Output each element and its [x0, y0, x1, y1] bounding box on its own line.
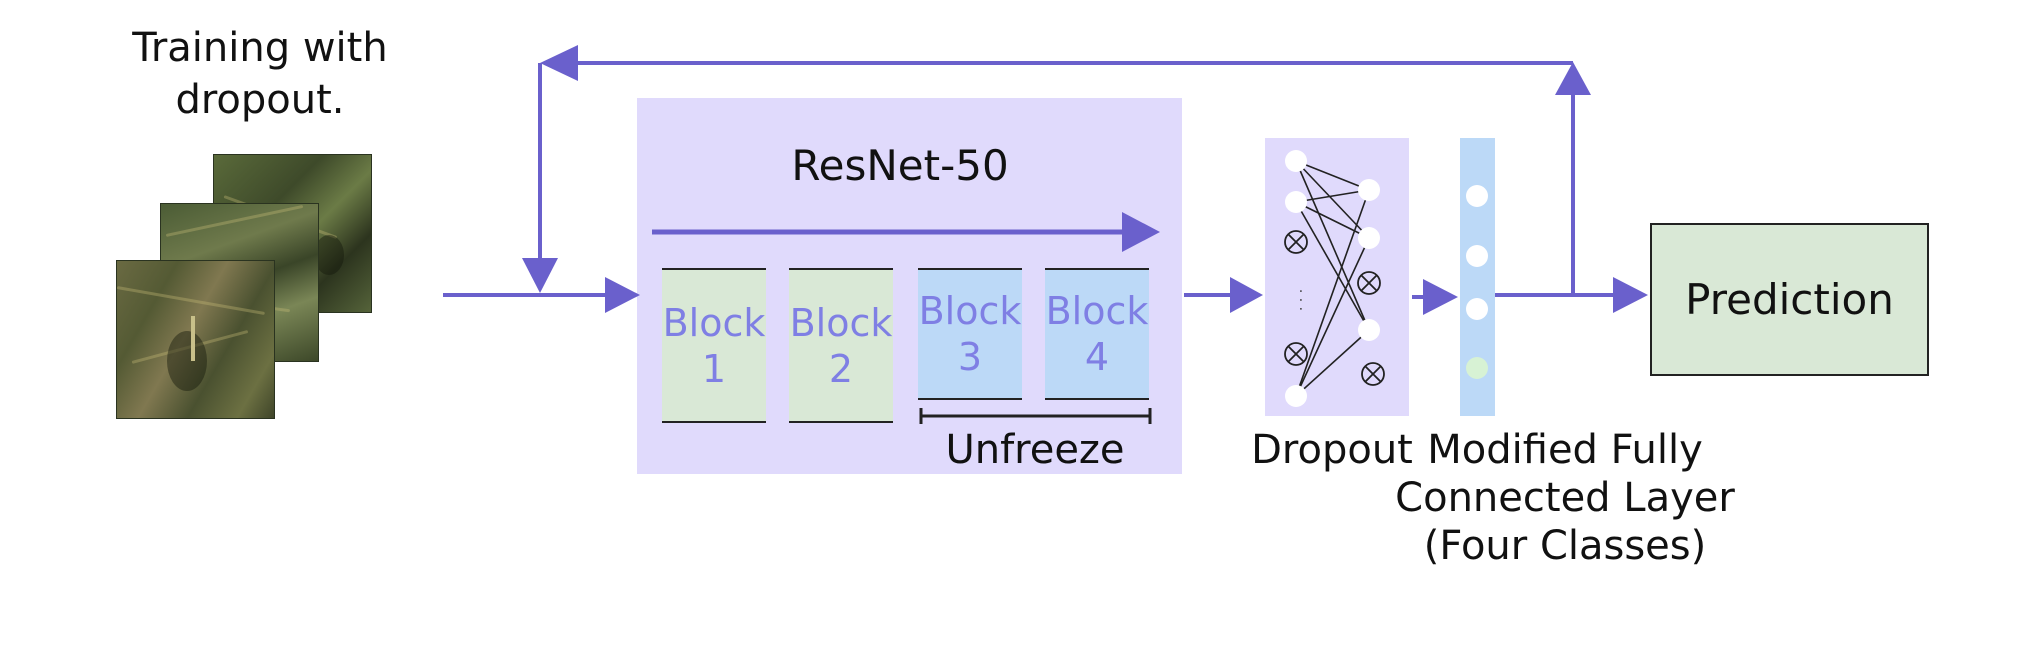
neuron-icon — [1358, 179, 1380, 201]
prediction-label: Prediction — [1685, 275, 1894, 324]
fc-neuron-highlight-icon — [1466, 357, 1488, 379]
fc-neuron-icon — [1466, 245, 1488, 267]
fc-neuron-icon — [1466, 185, 1488, 207]
arrow-icon — [1423, 279, 1458, 315]
dropped-neuron-icon — [1361, 362, 1385, 386]
dropout-layer-box — [1265, 138, 1409, 416]
block-3-word: Block — [918, 289, 1022, 333]
dropped-neuron-icon — [1357, 271, 1381, 295]
dropout-connections — [1295, 160, 1370, 397]
resnet-block-3: Block 3 — [918, 268, 1022, 400]
arrow-icon — [605, 277, 640, 313]
arrow-icon — [1555, 62, 1591, 95]
arrow-icon — [1230, 277, 1263, 313]
block-1-number: 1 — [701, 346, 727, 391]
block-1-word: Block — [662, 300, 766, 345]
resnet-block-4: Block 4 — [1045, 268, 1149, 400]
fc-layer-label: Modified Fully Connected Layer (Four Cla… — [1390, 426, 1740, 570]
arrow-icon — [1122, 212, 1160, 252]
fc-label-line1: Modified Fully — [1427, 427, 1703, 473]
input-caption-line2: dropout. — [175, 77, 345, 123]
arrow-icon — [540, 45, 578, 81]
arrow-icon — [522, 258, 558, 293]
block-2-word: Block — [789, 300, 893, 345]
input-image-front — [116, 260, 275, 419]
dropped-neuron-icon — [1284, 342, 1308, 366]
fc-label-line2: Connected Layer — [1395, 475, 1735, 521]
neuron-icon — [1358, 319, 1380, 341]
dropped-neuron-icon — [1284, 230, 1308, 254]
neuron-icon — [1358, 227, 1380, 249]
neuron-icon — [1285, 150, 1307, 172]
fc-neuron-icon — [1466, 298, 1488, 320]
block-3-number: 3 — [957, 335, 983, 379]
neuron-icon — [1285, 191, 1307, 213]
dropout-label: Dropout — [1251, 427, 1413, 473]
ellipsis-text: · · · — [1292, 289, 1308, 311]
resnet-block-1: Block 1 — [662, 268, 766, 423]
resnet-title: ResNet-50 — [791, 141, 1009, 190]
arrow-icon — [1613, 277, 1648, 313]
prediction-box: Prediction — [1650, 223, 1929, 376]
fc-label-line3: (Four Classes) — [1423, 523, 1707, 569]
neuron-icon — [1285, 385, 1307, 407]
input-caption-line1: Training with — [132, 25, 388, 71]
block-4-number: 4 — [1084, 335, 1110, 379]
block-2-number: 2 — [828, 346, 854, 391]
resnet-block-2: Block 2 — [789, 268, 893, 423]
block-4-word: Block — [1045, 289, 1149, 333]
unfreeze-label: Unfreeze — [945, 427, 1125, 473]
input-caption: Training with dropout. — [110, 22, 410, 126]
